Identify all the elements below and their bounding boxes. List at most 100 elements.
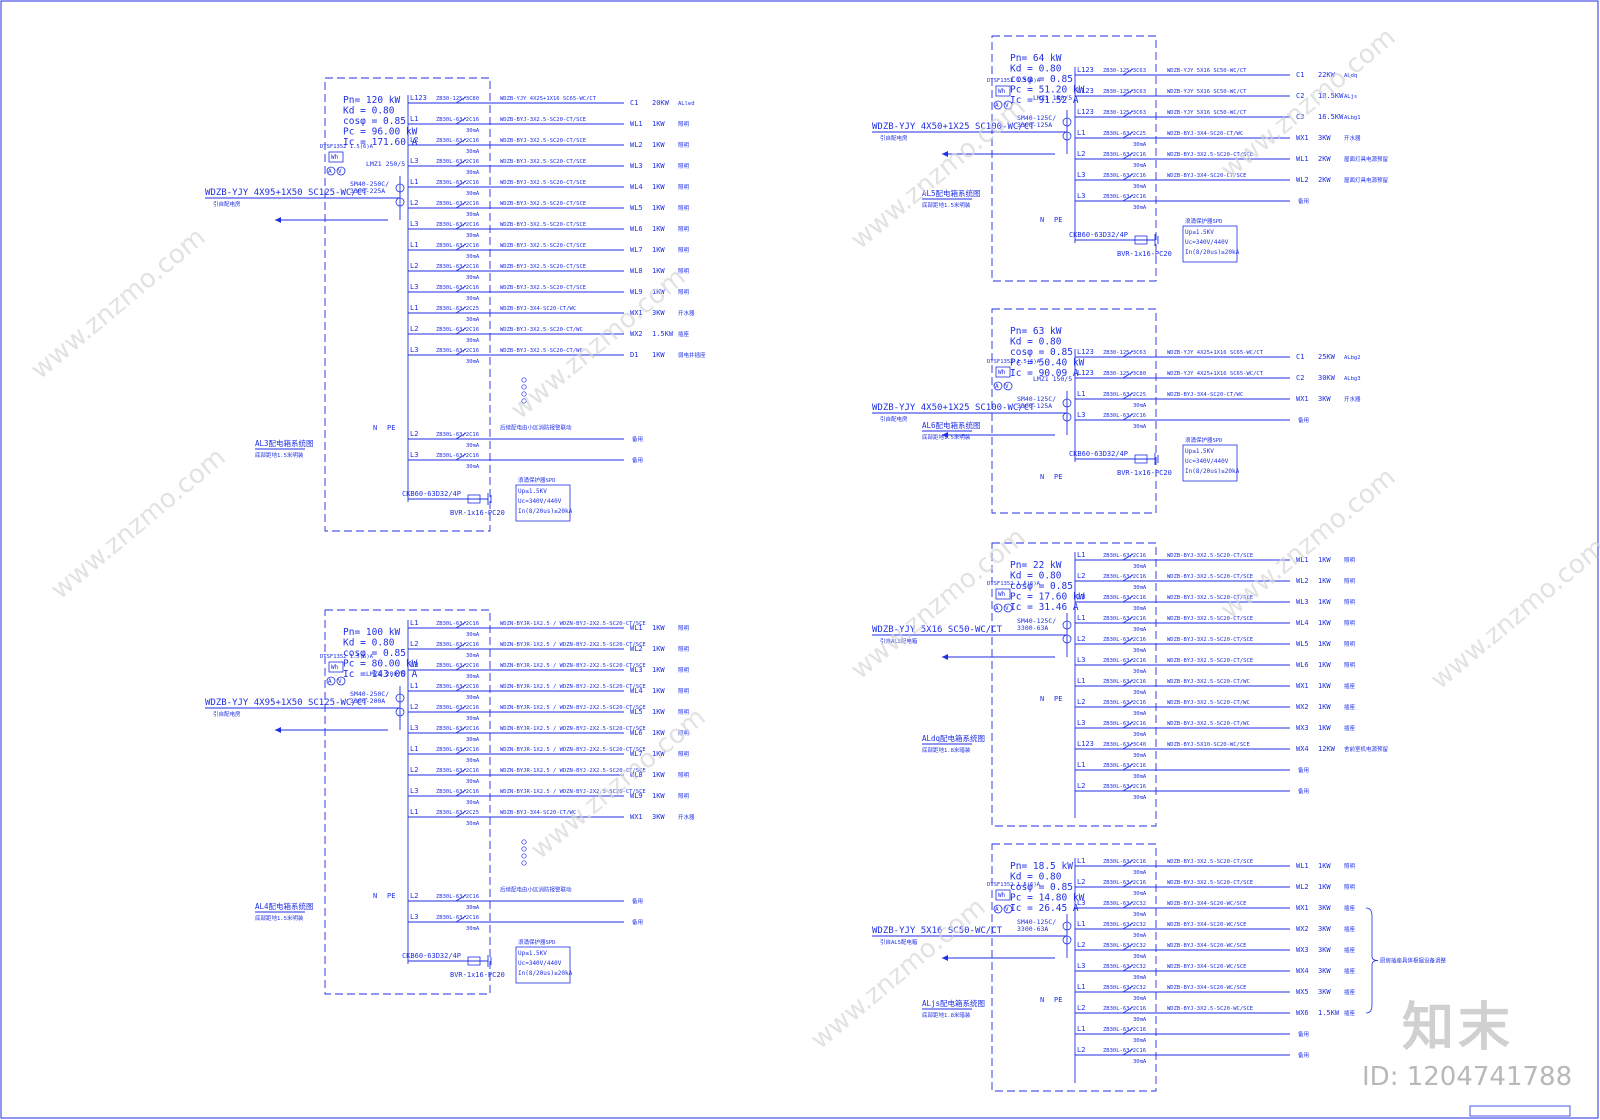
circuit-rcd-rating: 30mA (1133, 648, 1147, 654)
breaker-contact-icon (1122, 1027, 1134, 1035)
circuit-power: 3KW (1318, 904, 1331, 912)
panel-param: Pc = 50.40 kW (1010, 358, 1085, 369)
meter-icon-text: Wh (331, 664, 339, 671)
circuit-power: 1KW (652, 729, 665, 737)
continuation-dot-icon (521, 377, 527, 383)
circuit-cable-spec: WDZB-BYJ-3X2.5-SC20-CT/SCE (1167, 880, 1253, 886)
meter-icon-text: Wh (998, 591, 1006, 598)
circuit-breaker-model: ZB30L-63/2C16 (436, 642, 479, 648)
circuit-use: 照明 (678, 121, 690, 128)
circuit-code: WL8 (630, 771, 643, 779)
voltmeter-symbol: V (1005, 383, 1009, 390)
circuit-use: 插座 (1344, 724, 1356, 732)
circuit-use: 插座 (1344, 1009, 1356, 1017)
spd-title: 浪涌保护器SPD (518, 476, 555, 484)
circuit-rcd-rating: 30mA (1133, 1038, 1147, 1044)
breaker-contact-icon (1122, 922, 1134, 930)
circuit-cable-spec: WDZB-BYJ-3X2.5-SC20-CT/SCE (500, 285, 586, 291)
circuit-power: 3KW (1318, 134, 1331, 142)
circuit-breaker-model: ZB30L-63/2C32 (1103, 901, 1146, 907)
circuit-breaker-model: ZB30L-63/3C40 (1103, 742, 1146, 748)
breaker-contact-icon (455, 810, 467, 818)
circuit-phase: L3 (1077, 899, 1085, 907)
circuit-code: WL6 (630, 225, 643, 233)
spd-title: 浪涌保护器SPD (1185, 436, 1222, 444)
circuit-code: WL7 (630, 246, 643, 254)
circuit-code: WX4 (1296, 745, 1309, 753)
breaker-contact-icon (455, 180, 467, 188)
watermark-site-text: www.znzmo.com (45, 442, 231, 605)
breaker-contact-icon (455, 453, 467, 461)
circuit-rcd-rating: 30mA (466, 233, 480, 239)
circuit-cable-spec: WDZN-BYJR-1X2.5 / WDZN-BYJ-2X2.5-SC20-CT… (500, 663, 646, 669)
breaker-contact-icon (1122, 110, 1134, 118)
circuit-phase: L3 (1077, 593, 1085, 601)
circuit-breaker-model: ZB30L-63/2C16 (436, 117, 479, 123)
circuit-phase: L2 (410, 199, 418, 207)
earth-terminal-label: PE (387, 892, 395, 900)
breaker-contact-icon (1122, 413, 1134, 421)
circuit-phase: L2 (410, 703, 418, 711)
breaker-contact-icon (455, 915, 467, 923)
circuit-power: 3KW (652, 309, 665, 317)
ammeter-symbol: A (328, 678, 332, 685)
panel-enclosure (324, 609, 491, 995)
circuit-breaker-model: ZB30L-63/2C16 (1103, 173, 1146, 179)
circuit-power: 1KW (1318, 640, 1331, 648)
circuit-cable-spec: WDZB-BYJ-3X2.5-SC20-CT/SCE (500, 264, 586, 270)
circuit-rcd-rating: 30mA (466, 632, 480, 638)
circuit-breaker-model: ZB30L-63/2C32 (1103, 985, 1146, 991)
neutral-terminal-label: N (373, 892, 377, 900)
circuit-cable-spec: WDZB-YJY 5X16 SC50-WC/CT (1167, 89, 1247, 95)
circuit-rcd-rating: 30mA (466, 359, 480, 365)
incoming-feeder-label: WDZB-YJY 4X50+1X25 SC100-WC/CT (872, 403, 1035, 413)
circuit-cable-spec: WDZB-BYJ-3X2.5-SC20-CT/SCE (1167, 553, 1253, 559)
circuit-rcd-rating: 30mA (1133, 424, 1147, 430)
circuit-rcd-rating: 30mA (466, 296, 480, 302)
panel-note: 后续配电由小区消防报警联动 (500, 886, 572, 894)
circuit-use: 照明 (678, 247, 690, 254)
panel-title: AL5配电箱系统图 (922, 188, 981, 198)
circuit-phase: L3 (410, 220, 418, 228)
circuit-power: 3KW (1318, 988, 1331, 996)
circuit-code: WL2 (1296, 883, 1309, 891)
circuit-phase: L3 (1077, 192, 1085, 200)
earth-terminal-label: PE (1054, 216, 1062, 224)
circuit-breaker-model: ZB30-125/3C63 (1103, 350, 1146, 356)
panel-mounting-note: 底部距地1.5米明装 (255, 914, 304, 922)
circuit-rcd-rating: 30mA (1133, 184, 1147, 190)
circuit-breaker-model: ZB30L-63/2C16 (436, 453, 479, 459)
circuit-phase: L2 (410, 325, 418, 333)
panel-enclosure (991, 542, 1157, 827)
breaker-contact-icon (1122, 616, 1134, 624)
circuit-use: 开水器 (1344, 134, 1361, 142)
circuit-power: 1KW (1318, 661, 1331, 669)
breaker-contact-icon (1122, 859, 1134, 867)
circuit-use: 照明 (1344, 863, 1356, 870)
circuit-rcd-rating: 30mA (1133, 669, 1147, 675)
breaker-contact-icon (1122, 679, 1134, 687)
circuit-cable-spec: WDZB-BYJ-3X4-SC20-WC/SCE (1167, 985, 1246, 991)
panel-param: cosφ = 0.85 (343, 648, 406, 659)
breaker-contact-icon (1122, 1006, 1134, 1014)
circuit-power: 3KW (1318, 395, 1331, 403)
circuit-power: 18.5KW (1318, 92, 1344, 100)
circuit-rcd-rating: 30mA (1133, 732, 1147, 738)
circuit-cable-spec: WDZB-BYJ-3X2.5-SC20-CT/SCE (500, 243, 586, 249)
circuit-code: WX1 (1296, 682, 1309, 690)
circuit-breaker-model: ZB30L-63/2C16 (1103, 1006, 1146, 1012)
title-block-box (1469, 1105, 1571, 1117)
